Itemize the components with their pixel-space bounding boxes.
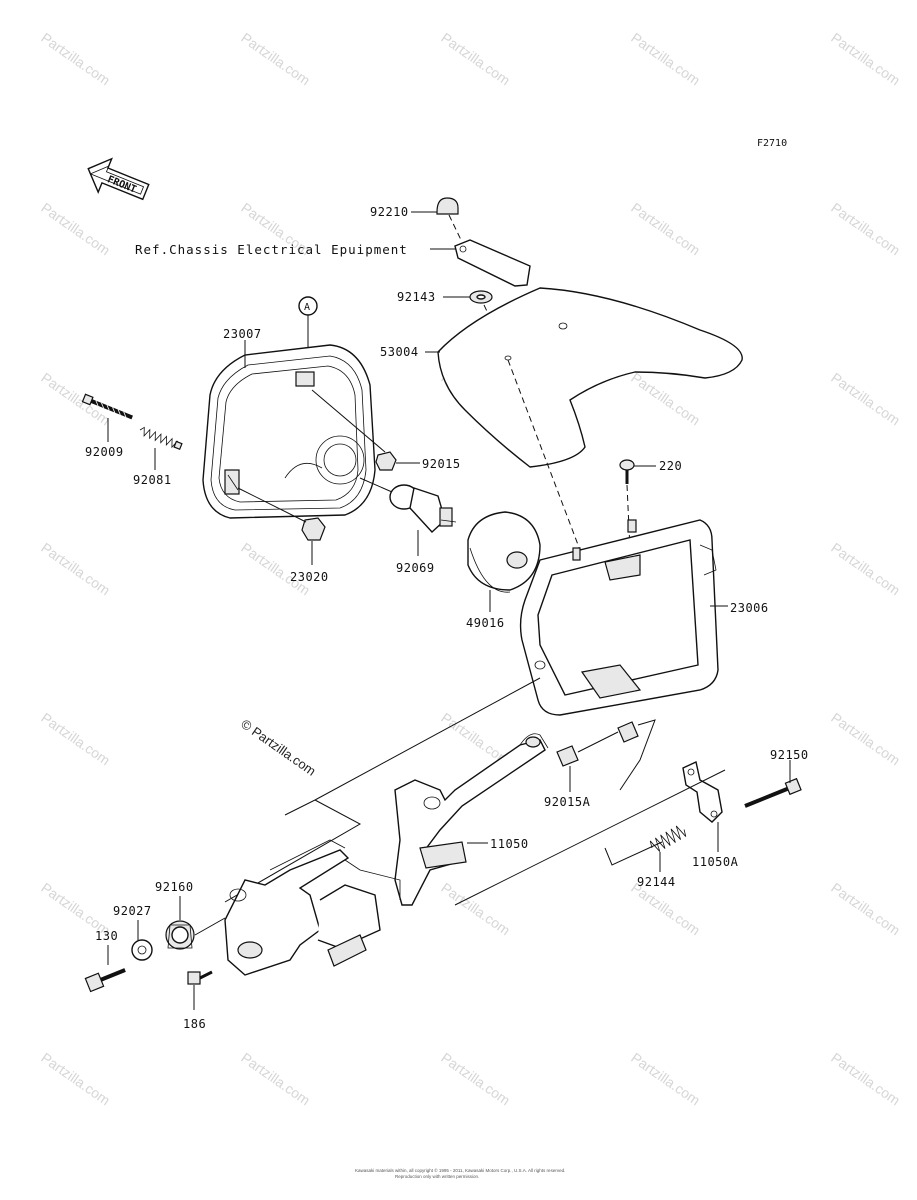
- lower-mount-bracket: [224, 839, 401, 976]
- watermark: Partzilla.com: [828, 879, 903, 938]
- watermark: Partzilla.com: [628, 1049, 703, 1108]
- part-label: 11050A: [692, 855, 739, 869]
- reference-note: Ref.Chassis Electrical Epuipment: [135, 242, 408, 257]
- part-label: 92009: [85, 445, 124, 459]
- part-label: 220: [659, 459, 682, 473]
- part-92081-spring: [139, 426, 183, 451]
- part-label: 92027: [113, 904, 152, 918]
- figure-code: F2710: [757, 138, 787, 149]
- watermark: Partzilla.com: [628, 369, 703, 428]
- watermark: Partzilla.com: [828, 199, 903, 258]
- part-label: 92210: [370, 205, 409, 219]
- part-92009-screw: [81, 393, 133, 420]
- watermark: Partzilla.com: [828, 709, 903, 768]
- part-label: 130: [95, 929, 118, 943]
- part-23006-housing: [519, 519, 719, 716]
- part-label: 49016: [466, 616, 505, 630]
- part-label: 23007: [223, 327, 262, 341]
- part-label: 23006: [730, 601, 769, 615]
- watermark: Partzilla.com: [438, 1049, 513, 1108]
- part-92160-grommet: [165, 920, 195, 950]
- part-92144-spring: [649, 825, 687, 852]
- watermark: Partzilla.com: [828, 29, 903, 88]
- part-23020-nut: [301, 517, 326, 541]
- footer-copyright: Kawasaki materials within, all copyright…: [355, 1167, 565, 1173]
- watermark: Partzilla.com: [828, 1049, 903, 1108]
- part-label: 92144: [637, 875, 676, 889]
- watermark: Partzilla.com: [828, 369, 903, 428]
- watermark: Partzilla.com: [438, 879, 513, 938]
- watermark: Partzilla.com: [628, 29, 703, 88]
- part-11050-bracket: [394, 733, 549, 906]
- part-92210-cap: [436, 197, 459, 215]
- footer-permission: Reproduction only with written permissio…: [395, 1174, 479, 1179]
- part-92150-bolt: [744, 777, 802, 808]
- part-label: 92015A: [544, 795, 591, 809]
- part-label: 23020: [290, 570, 329, 584]
- watermark: Partzilla.com: [828, 539, 903, 598]
- part-186-bolt: [187, 970, 213, 985]
- front-arrow-icon: FRONT: [87, 157, 150, 201]
- part-label: 92015: [422, 457, 461, 471]
- assembly-outline: [224, 799, 362, 903]
- watermark: Partzilla.com: [238, 539, 313, 598]
- watermark: Partzilla.com: [38, 199, 113, 258]
- part-label: 92160: [155, 880, 194, 894]
- part-92027-collar: [131, 939, 153, 961]
- part-53004-cover: [437, 287, 743, 468]
- watermark: Partzilla.com: [238, 1049, 313, 1108]
- part-label: 92143: [397, 290, 436, 304]
- watermark: Partzilla.com: [38, 29, 113, 88]
- part-label: 92081: [133, 473, 172, 487]
- watermark: Partzilla.com: [38, 1049, 113, 1108]
- part-label: 92069: [396, 561, 435, 575]
- part-label: 186: [183, 1017, 206, 1031]
- part-92069-bulb: [389, 484, 457, 533]
- wire-strap: [454, 239, 531, 287]
- copyright-label: © Partzilla.com: [238, 716, 318, 779]
- watermark: Partzilla.com: [38, 369, 113, 428]
- part-23007-headlight: [202, 344, 376, 519]
- part-11050a-bracket: [682, 761, 723, 823]
- part-49016-boot: [467, 511, 541, 593]
- part-label: 92150: [770, 748, 809, 762]
- part-label: 53004: [380, 345, 419, 359]
- watermark: Partzilla.com: [238, 29, 313, 88]
- part-92015-nut: [375, 451, 397, 471]
- part-220-screw: [619, 459, 635, 484]
- watermark: Partzilla.com: [38, 539, 113, 598]
- marker-a-top-label: A: [304, 302, 310, 313]
- watermark: Partzilla.com: [38, 709, 113, 768]
- watermark: Partzilla.com: [628, 199, 703, 258]
- part-92015a-plate: [556, 721, 639, 767]
- part-label: 11050: [490, 837, 529, 851]
- watermark: Partzilla.com: [438, 29, 513, 88]
- part-130-bolt: [84, 968, 126, 993]
